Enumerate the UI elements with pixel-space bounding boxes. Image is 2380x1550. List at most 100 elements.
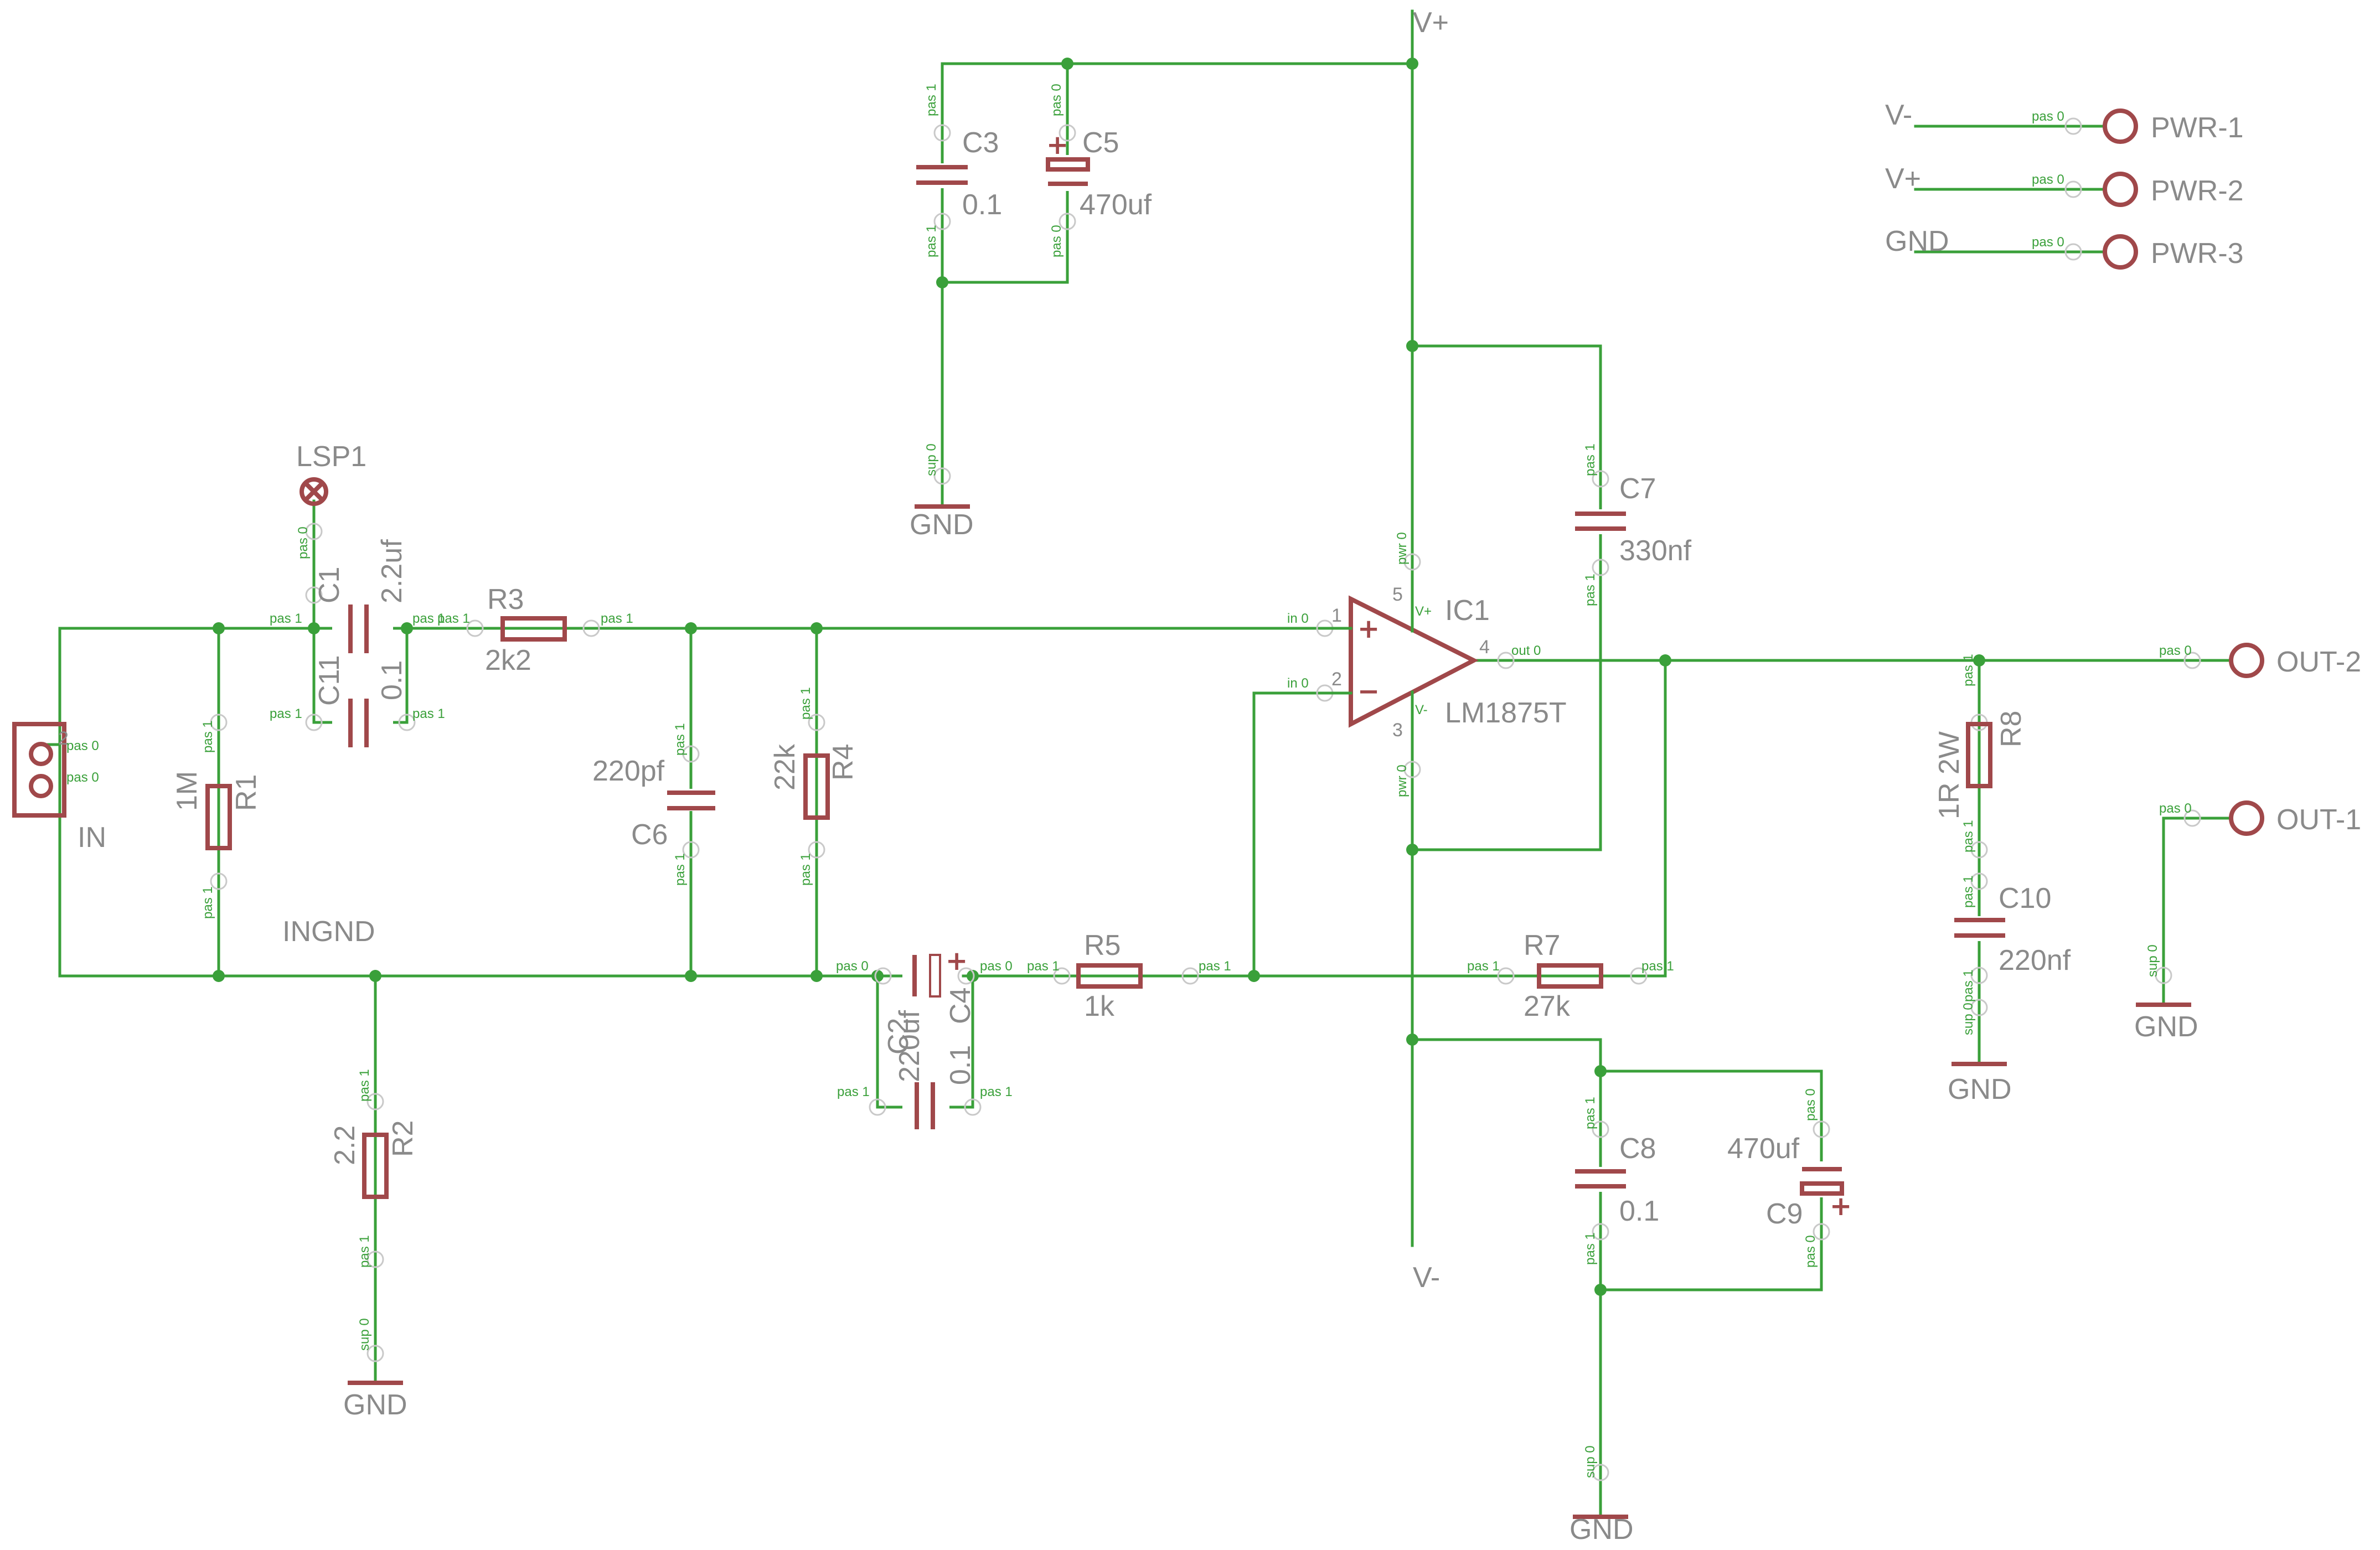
r8-name: R8 xyxy=(1995,711,2027,747)
capacitor-c4: C4 0.1 xyxy=(902,988,977,1129)
pin-circles xyxy=(210,117,2201,1481)
capacitor-c1: C1 2.2uf xyxy=(313,539,408,653)
resistor-r3: R3 2k2 xyxy=(485,583,567,676)
pwr-2-label: PWR-2 xyxy=(2151,175,2244,207)
pin-label: pas 1 xyxy=(1199,959,1231,974)
junction xyxy=(1248,970,1260,982)
pin-label: pas 1 xyxy=(924,225,939,257)
junction xyxy=(810,622,823,634)
r5-value: 1k xyxy=(1084,990,1115,1022)
r1-name: R1 xyxy=(230,774,262,811)
c11-value: 0.1 xyxy=(376,660,408,700)
junctions xyxy=(213,58,1985,1296)
vplus-rail-label: V+ xyxy=(1413,7,1449,39)
in-connector: 2 IN pas 0 pas 0 xyxy=(12,722,106,854)
ic1-vminus-sup: V- xyxy=(1415,702,1428,717)
in-connector-pin-top-num: 2 xyxy=(58,728,69,749)
pin-label: pas 1 xyxy=(357,1069,372,1102)
pin-label: in 0 xyxy=(1287,611,1309,626)
ic1-pin2: 2 xyxy=(1331,669,1342,690)
c8-value: 0.1 xyxy=(1619,1195,1659,1227)
pin-label: pas 0 xyxy=(296,526,311,559)
pin-label: pas 1 xyxy=(1961,875,1976,908)
pwr-net-gnd: GND xyxy=(1885,225,1949,257)
pin-label: pas 0 xyxy=(2032,235,2064,250)
pin-label: out 0 xyxy=(1511,643,1541,658)
pin-label: pas 0 xyxy=(1049,225,1064,257)
wire-c7-loop xyxy=(1411,344,1602,851)
c9-value: 470uf xyxy=(1727,1133,1800,1165)
pin-label: pas 0 xyxy=(66,738,99,753)
gnd-label: GND xyxy=(910,509,974,541)
junction xyxy=(308,622,320,634)
r4-value: 22k xyxy=(769,743,801,790)
out-2-label: OUT-2 xyxy=(2276,646,2361,678)
junction xyxy=(936,276,948,288)
pin-label: pas 1 xyxy=(924,84,939,116)
r4-name: R4 xyxy=(827,744,859,781)
resistor-r2: 2.2 R2 xyxy=(329,1120,419,1199)
c5-name: C5 xyxy=(1082,127,1119,159)
ic1-pin4: 4 xyxy=(1479,637,1490,658)
junction xyxy=(1406,1034,1418,1046)
r2-value: 2.2 xyxy=(329,1125,361,1165)
pin-labels-horizontal: pas 1 pas 1 pas 1 pas 1 pas 1 pas 1 in 0… xyxy=(270,611,1674,1099)
pin-label: pas 0 xyxy=(1049,84,1064,116)
pin-label: pas 1 xyxy=(412,611,445,626)
resistor-r1: 1M R1 xyxy=(171,771,262,850)
out-1-label: OUT-1 xyxy=(2276,804,2361,836)
gnd-label: GND xyxy=(343,1389,407,1421)
c9-name: C9 xyxy=(1766,1198,1803,1230)
c3-value: 0.1 xyxy=(962,189,1002,221)
pin-label: pas 1 xyxy=(1583,1232,1598,1265)
resistor-r7: R7 27k xyxy=(1524,929,1603,1022)
wire-c8-c9-loop xyxy=(1411,1038,1823,1291)
pin-label: pas 1 xyxy=(1583,574,1598,606)
pin-label: pas 1 xyxy=(601,611,633,626)
c11-name: C11 xyxy=(313,655,345,706)
pin-label: sup 0 xyxy=(1961,1003,1976,1035)
pin-label: pas 1 xyxy=(437,611,470,626)
c1-name: C1 xyxy=(313,567,345,603)
pin-label: pas 1 xyxy=(1027,959,1060,974)
c2-value: 220uf xyxy=(894,1010,926,1082)
c3-name: C3 xyxy=(962,127,999,159)
r8-value: 1R 2W xyxy=(1933,731,1965,819)
c6-value: 220pf xyxy=(592,755,665,787)
pin-label: pas 0 xyxy=(2159,801,2192,816)
pin-label: pas 1 xyxy=(1583,1097,1598,1129)
c5-value: 470uf xyxy=(1080,189,1152,221)
ic1-plus-symbol: + xyxy=(1357,613,1380,644)
pin-label: pwr 0 xyxy=(1395,532,1410,565)
junction xyxy=(213,970,225,982)
pin-label: sup 0 xyxy=(2145,944,2160,977)
junction xyxy=(685,970,697,982)
pin-label: pas 0 xyxy=(980,959,1013,974)
lsp1-marker: LSP1 xyxy=(296,441,366,506)
in-connector-pin-1 xyxy=(29,774,53,798)
pwr-net-vplus: V+ xyxy=(1885,163,1921,195)
pin-label: pwr 0 xyxy=(1395,764,1410,797)
junction xyxy=(685,622,697,634)
junction xyxy=(1594,1065,1607,1077)
pin-label: pas 0 xyxy=(1803,1235,1818,1268)
junction xyxy=(1594,1284,1607,1296)
pin-label: pas 1 xyxy=(673,853,688,886)
pad-pwr-2 xyxy=(2103,172,2138,207)
ingnd-label: INGND xyxy=(282,916,375,948)
pin-label: pas 1 xyxy=(1583,443,1598,476)
r2-name: R2 xyxy=(387,1120,419,1157)
in-connector-body xyxy=(12,722,66,818)
pin-label: sup 0 xyxy=(1583,1445,1598,1478)
ic1-vplus-sup: V+ xyxy=(1415,604,1432,619)
power-connector: V- V+ GND PWR-1 PWR-2 PWR-3 pas 0 pas 0 … xyxy=(1885,99,2244,270)
resistor-r8: 1R 2W R8 xyxy=(1933,711,2027,819)
in-connector-pin-2 xyxy=(29,742,53,766)
c2-name: C2 xyxy=(882,1018,915,1055)
c2-plus: + xyxy=(946,946,968,976)
pin-label: pas 1 xyxy=(200,886,215,919)
pin-label: pas 1 xyxy=(1961,969,1976,1002)
pin-label: pas 1 xyxy=(270,611,302,626)
pin-label: pas 1 xyxy=(798,687,813,720)
pin-label: pas 0 xyxy=(1803,1088,1818,1121)
